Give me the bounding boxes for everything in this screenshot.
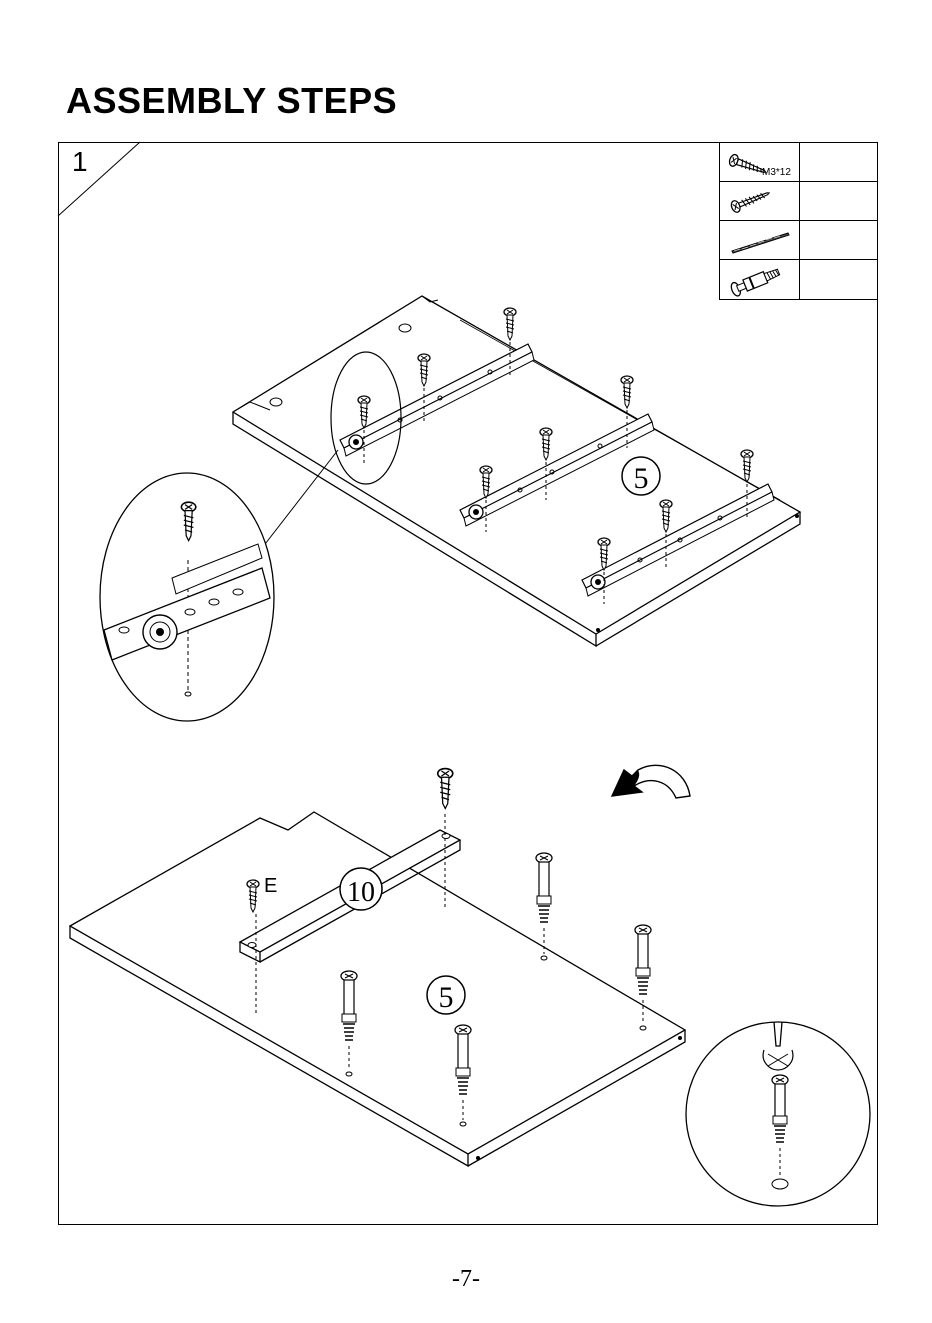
part-number-bottom: 5 [439,981,454,1014]
step-corner-line [58,142,140,216]
slide-detail-bubble [100,473,274,721]
top-panel [233,296,800,646]
flip-arrow-icon [612,765,690,798]
page-number: -7- [0,1266,932,1293]
fastener-letter: E [264,875,277,897]
part-number-rail: 10 [347,877,375,908]
cam-bolt-detail-bubble [686,1022,870,1206]
part-number-top: 5 [634,462,649,495]
